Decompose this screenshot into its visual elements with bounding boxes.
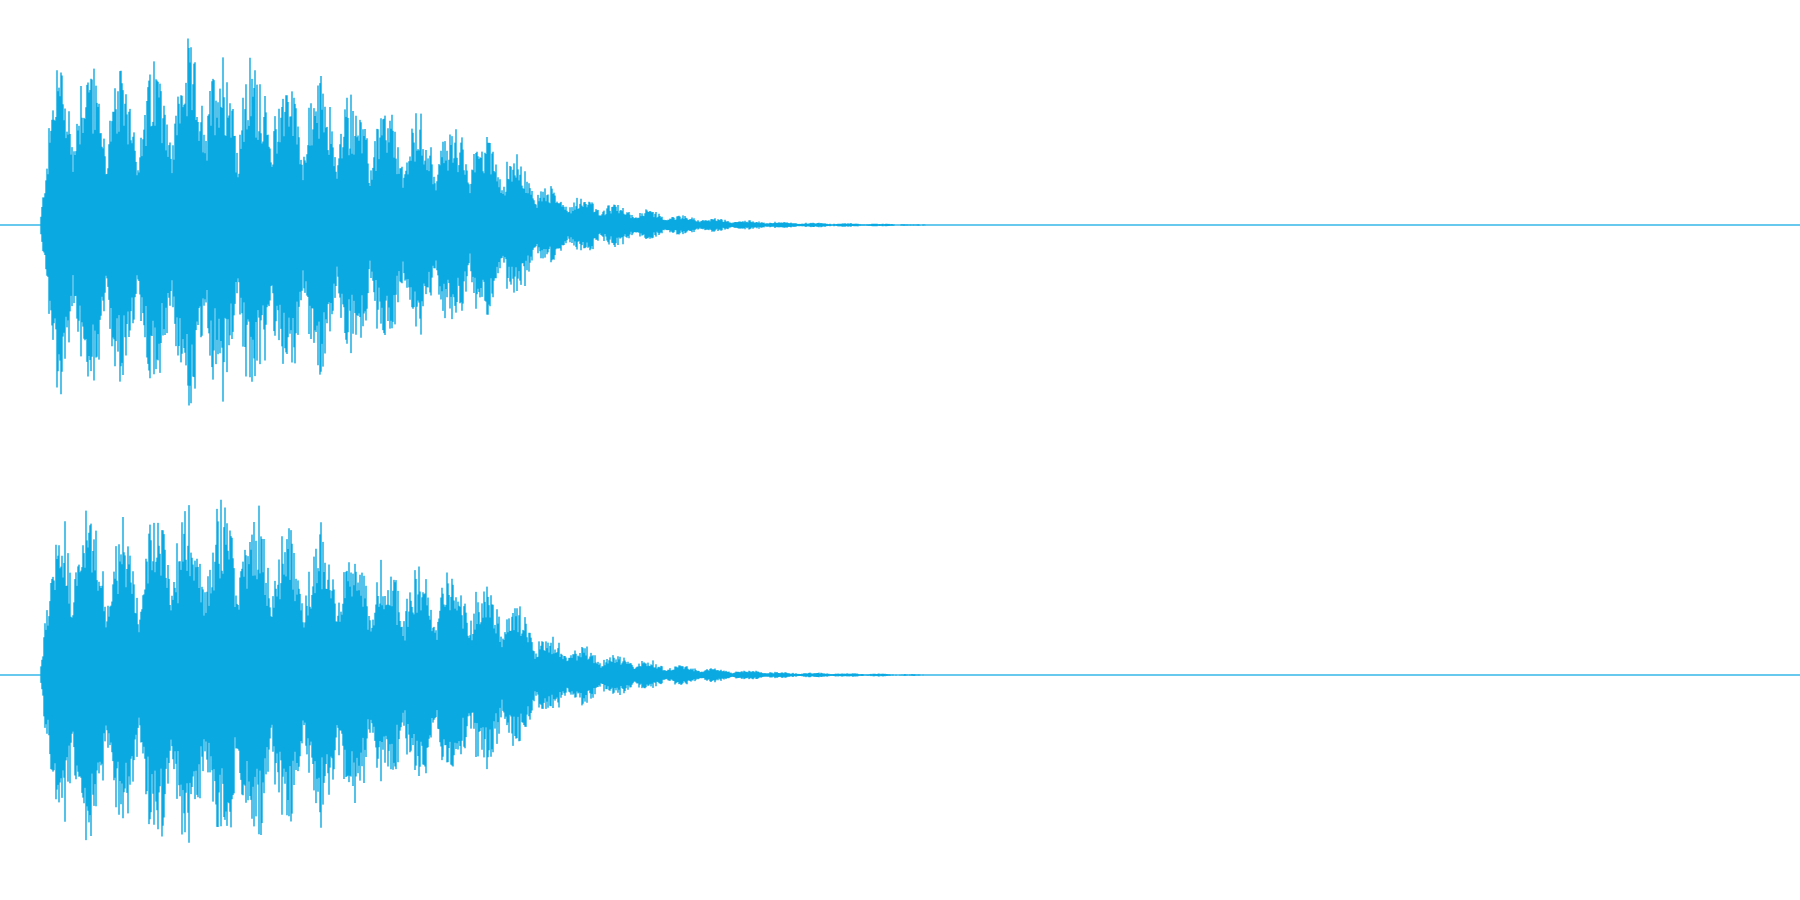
waveform-samples [40, 38, 926, 406]
waveform-samples [40, 499, 924, 843]
channel-bottom-waveform [0, 499, 1800, 843]
channel-top-waveform [0, 38, 1800, 406]
